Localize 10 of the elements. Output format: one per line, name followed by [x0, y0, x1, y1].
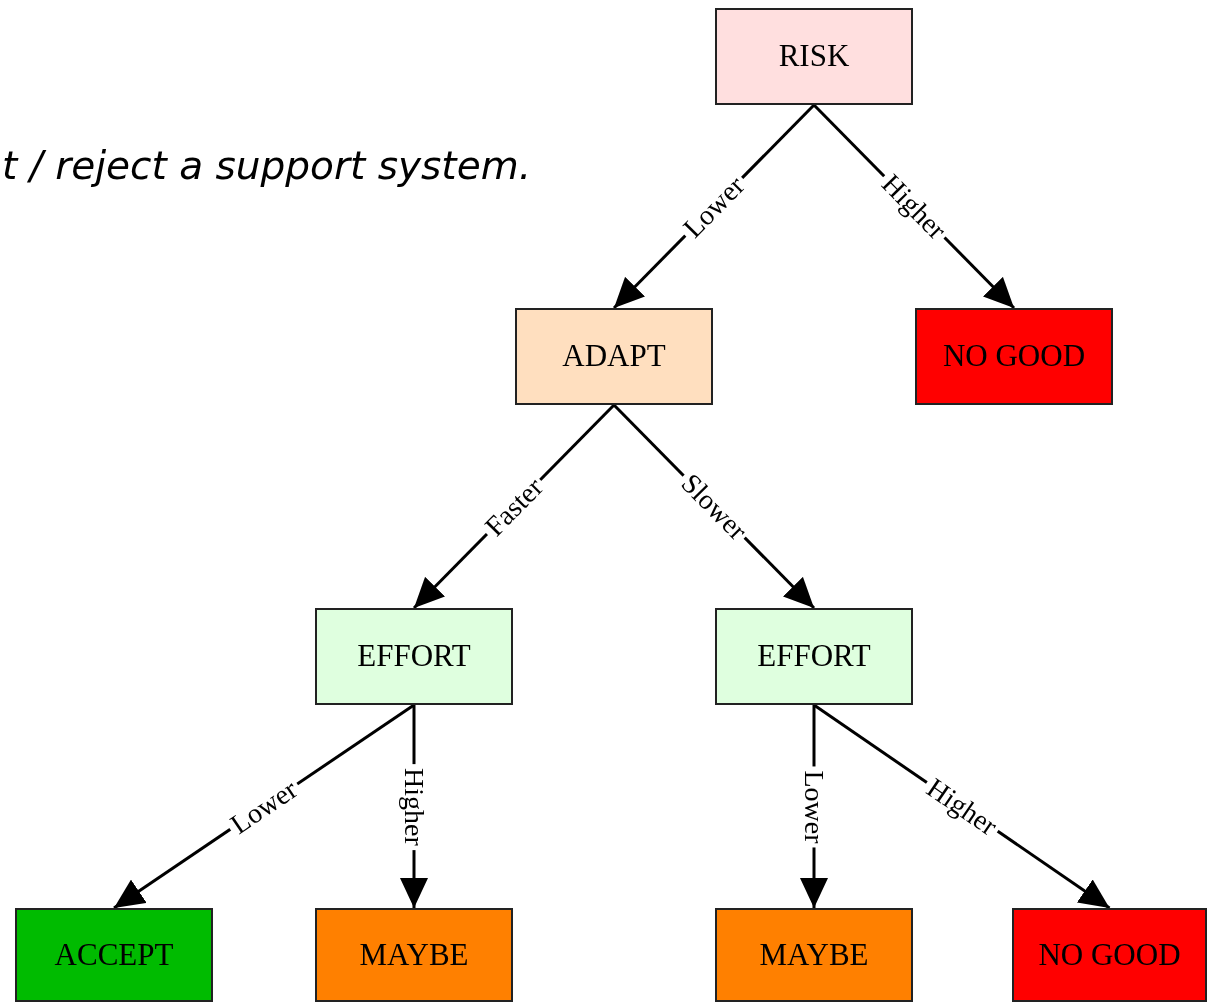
decision-box: RISK	[715, 8, 913, 105]
decision-box: EFFORT	[715, 608, 913, 705]
decision-box: EFFORT	[315, 608, 513, 705]
decision-box: NO GOOD	[915, 308, 1113, 405]
decision-box: ACCEPT	[15, 908, 213, 1002]
decision-box: ADAPT	[515, 308, 713, 405]
decision-box: MAYBE	[715, 908, 913, 1002]
decision-box: NO GOOD	[1012, 908, 1207, 1002]
note-text: t / reject a support system.	[2, 146, 532, 185]
decision-box: MAYBE	[315, 908, 513, 1002]
